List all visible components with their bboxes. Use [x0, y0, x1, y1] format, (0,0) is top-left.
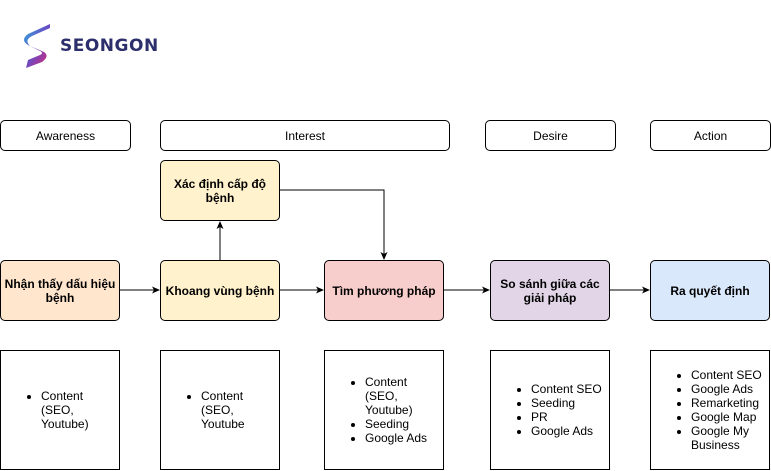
arrow-severity-to-find-method: [280, 189, 388, 260]
channels-awareness-list: Content (SEO, Youtube): [1, 389, 119, 431]
step-severity: Xác định cấp độ bệnh: [160, 160, 280, 221]
channels-action: Content SEO Google Ads Remarketing Googl…: [650, 350, 770, 470]
channels-action-list: Content SEO Google Ads Remarketing Googl…: [651, 368, 769, 452]
logo-text: SEONGON: [60, 36, 159, 56]
stage-action: Action: [650, 120, 771, 151]
list-item: Google Map: [691, 410, 769, 424]
stage-desire-label: Desire: [533, 128, 568, 143]
step-compare: So sánh giữa các giải pháp: [490, 260, 610, 321]
channels-awareness: Content (SEO, Youtube): [0, 350, 120, 470]
stage-interest-label: Interest: [284, 128, 326, 143]
channels-interest-1: Content (SEO, Youtube: [160, 350, 280, 470]
list-item: Content (SEO, Youtube): [365, 375, 443, 417]
step-find-method: Tìm phương pháp: [324, 260, 444, 321]
channels-desire-list: Content SEO Seeding PR Google Ads: [491, 382, 602, 438]
list-item: Remarketing: [691, 396, 769, 410]
list-item: Google Ads: [365, 431, 443, 445]
list-item: Content (SEO, Youtube): [41, 389, 119, 431]
step-decide: Ra quyết định: [650, 260, 770, 321]
step-severity-label: Xác định cấp độ bệnh: [173, 176, 266, 205]
list-item: Google Ads: [691, 382, 769, 396]
step-compare-label: So sánh giữa các giải pháp: [500, 276, 600, 305]
step-find-method-label: Tìm phương pháp: [332, 283, 436, 298]
list-item: Content SEO: [691, 368, 769, 382]
step-decide-label: Ra quyết định: [670, 283, 750, 298]
list-item: Seeding: [531, 396, 602, 410]
step-localize-label: Khoang vùng bệnh: [165, 283, 275, 298]
list-item: Seeding: [365, 417, 443, 431]
channels-interest-2-list: Content (SEO, Youtube) Seeding Google Ad…: [325, 375, 443, 445]
seongon-logo-icon: [24, 24, 50, 68]
list-item: Content SEO: [531, 382, 602, 396]
stage-awareness-label: Awareness: [35, 128, 96, 143]
list-item: Google My Business: [691, 424, 769, 452]
stage-action-label: Action: [693, 128, 728, 143]
channels-desire: Content SEO Seeding PR Google Ads: [490, 350, 610, 470]
stage-interest: Interest: [160, 120, 450, 151]
list-item: Content (SEO, Youtube: [201, 389, 279, 431]
stage-desire: Desire: [485, 120, 616, 151]
list-item: Google Ads: [531, 424, 602, 438]
channels-interest-1-list: Content (SEO, Youtube: [161, 389, 279, 431]
step-recognize-label: Nhận thấy dấu hiệu bệnh: [4, 276, 116, 305]
stage-awareness: Awareness: [0, 120, 131, 151]
channels-interest-2: Content (SEO, Youtube) Seeding Google Ad…: [324, 350, 444, 470]
step-recognize: Nhận thấy dấu hiệu bệnh: [0, 260, 120, 321]
seongon-logo: SEONGON: [20, 22, 159, 70]
step-localize: Khoang vùng bệnh: [160, 260, 280, 321]
list-item: PR: [531, 410, 602, 424]
